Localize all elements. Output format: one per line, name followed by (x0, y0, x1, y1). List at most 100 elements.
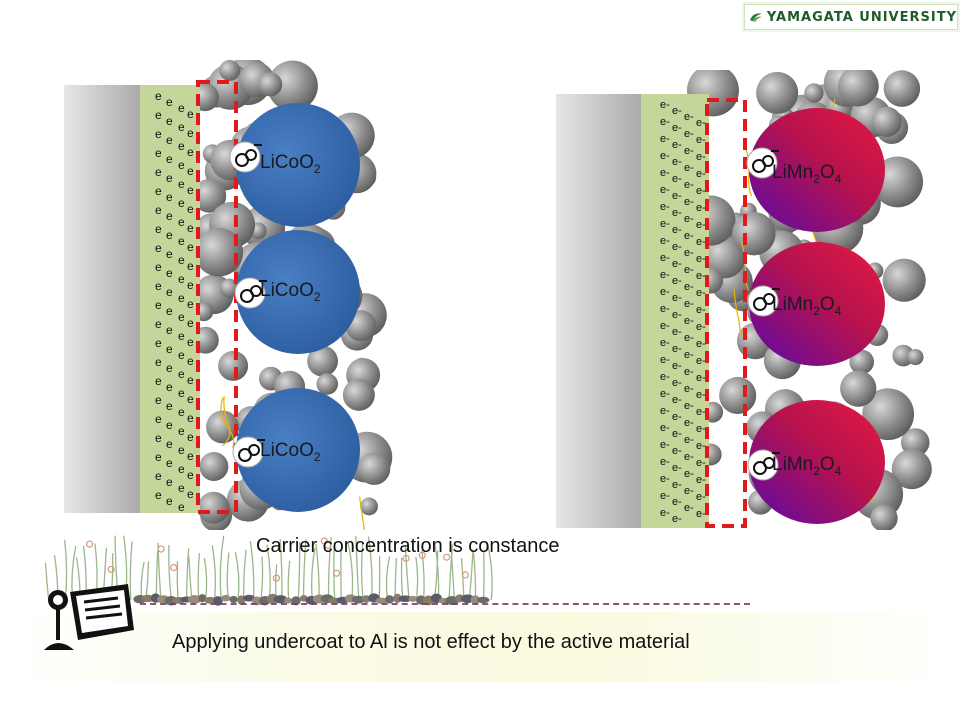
electron-symbol: e- (660, 337, 670, 349)
electron-symbol: e- (672, 343, 682, 355)
electron-symbol: e (187, 183, 194, 197)
electron-symbol: e (155, 469, 162, 483)
flower-dot (324, 541, 332, 550)
electron-symbol: e (187, 126, 194, 140)
electron-symbol: e- (672, 513, 682, 525)
electron-symbol: e- (660, 150, 670, 162)
grass-blade (211, 545, 216, 601)
electron-symbol: e- (696, 185, 706, 197)
electron-symbol: e (166, 399, 173, 413)
grass-blade (234, 551, 240, 601)
grass-blade (360, 541, 364, 601)
electron-symbol: e- (672, 360, 682, 372)
electron-symbol: e- (660, 303, 670, 315)
electron-symbol: e (187, 297, 194, 311)
note-highlight-bar (0, 612, 960, 682)
electron-symbol: e- (672, 156, 682, 168)
carbon-particle (192, 178, 227, 213)
electron-symbol: e- (684, 179, 694, 191)
electron-symbol: e- (672, 173, 682, 185)
electron-symbol: e- (672, 258, 682, 270)
electron-symbol: e- (696, 355, 706, 367)
electron-column: eeeeeeeeeeeeeeeeeeeeeeeeeeeeeeeeeeeeeeee… (155, 89, 194, 514)
licoo2-particle-3 (236, 388, 360, 512)
electron-symbol: e (155, 317, 162, 331)
electron-symbol: e- (684, 298, 694, 310)
carbon-particle (206, 410, 239, 444)
carbon-particle (702, 235, 746, 279)
electron-symbol: e- (696, 372, 706, 384)
electron-symbol: e (178, 443, 185, 457)
electron-symbol: e- (672, 190, 682, 202)
grass-blade (243, 549, 247, 601)
grass-blade (287, 560, 291, 601)
electron-symbol: e (178, 367, 185, 381)
flower-dot (332, 569, 341, 577)
electron-symbol: e (166, 247, 173, 261)
electron-symbol: e- (696, 491, 706, 503)
grass-blade (129, 541, 133, 601)
electron-symbol: e (155, 431, 162, 445)
electron-symbol: e (187, 430, 194, 444)
electron-symbol: e- (672, 241, 682, 253)
flower-dot (157, 545, 165, 553)
electron-symbol: e (187, 354, 194, 368)
electron-symbol: e (187, 164, 194, 178)
electron-symbol: e- (672, 326, 682, 338)
electron-symbol: e (187, 278, 194, 292)
electron-symbol: e- (672, 122, 682, 134)
grass-blade (487, 545, 493, 601)
electron-symbol: e- (660, 218, 670, 230)
limn2o4-label-3: LiMn2O4 (772, 454, 842, 478)
electron-symbol: e- (660, 184, 670, 196)
electron-symbol: e (178, 253, 185, 267)
electron-symbol: e (187, 107, 194, 121)
electron-symbol: e- (684, 502, 694, 514)
electron-symbol: e- (660, 201, 670, 213)
grass-blade (140, 561, 145, 601)
electron-symbol: e- (684, 128, 694, 140)
pebble (273, 595, 288, 604)
electron-symbol: e (178, 424, 185, 438)
carbon-particle (342, 378, 375, 411)
pebble (477, 596, 490, 604)
aluminum-collector (64, 85, 142, 513)
lithium-ion-icon (747, 285, 780, 317)
grass-blade (302, 539, 307, 601)
electron-symbol: e (178, 405, 185, 419)
carbon-particle (840, 370, 877, 407)
electron-symbol: e (166, 285, 173, 299)
electron-symbol: e- (672, 462, 682, 474)
grass-blade (249, 541, 255, 601)
electron-symbol: e (166, 95, 173, 109)
carbon-particle (837, 70, 878, 107)
electron-symbol: e- (660, 473, 670, 485)
electron-symbol: e (155, 374, 162, 388)
binder-fibre (220, 397, 235, 449)
carbon-particle (267, 60, 318, 112)
pebble (187, 595, 202, 604)
grass-blade (355, 535, 360, 601)
carbon-particle (732, 211, 776, 256)
grass-blade (185, 548, 190, 601)
grass-blade (168, 544, 172, 601)
licoo2-label-1: LiCoO2 (260, 152, 321, 176)
electron-symbol: e- (672, 309, 682, 321)
electron-symbol: e- (684, 468, 694, 480)
grass-blade (421, 550, 425, 601)
electron-symbol: e- (672, 207, 682, 219)
carbon-particle (218, 350, 249, 381)
electron-symbol: e- (660, 456, 670, 468)
electron-symbol: e- (696, 202, 706, 214)
pebble (141, 594, 155, 603)
electron-symbol: e (178, 348, 185, 362)
grass-blade (197, 553, 201, 601)
lithium-ion-icon (232, 436, 265, 468)
electron-symbol: e- (672, 394, 682, 406)
pebble (361, 595, 371, 603)
flower-dot (170, 564, 178, 572)
grass-blade (145, 561, 150, 601)
electron-symbol: e (155, 127, 162, 141)
grass-blade (415, 556, 419, 601)
interface-region-box (705, 98, 747, 528)
